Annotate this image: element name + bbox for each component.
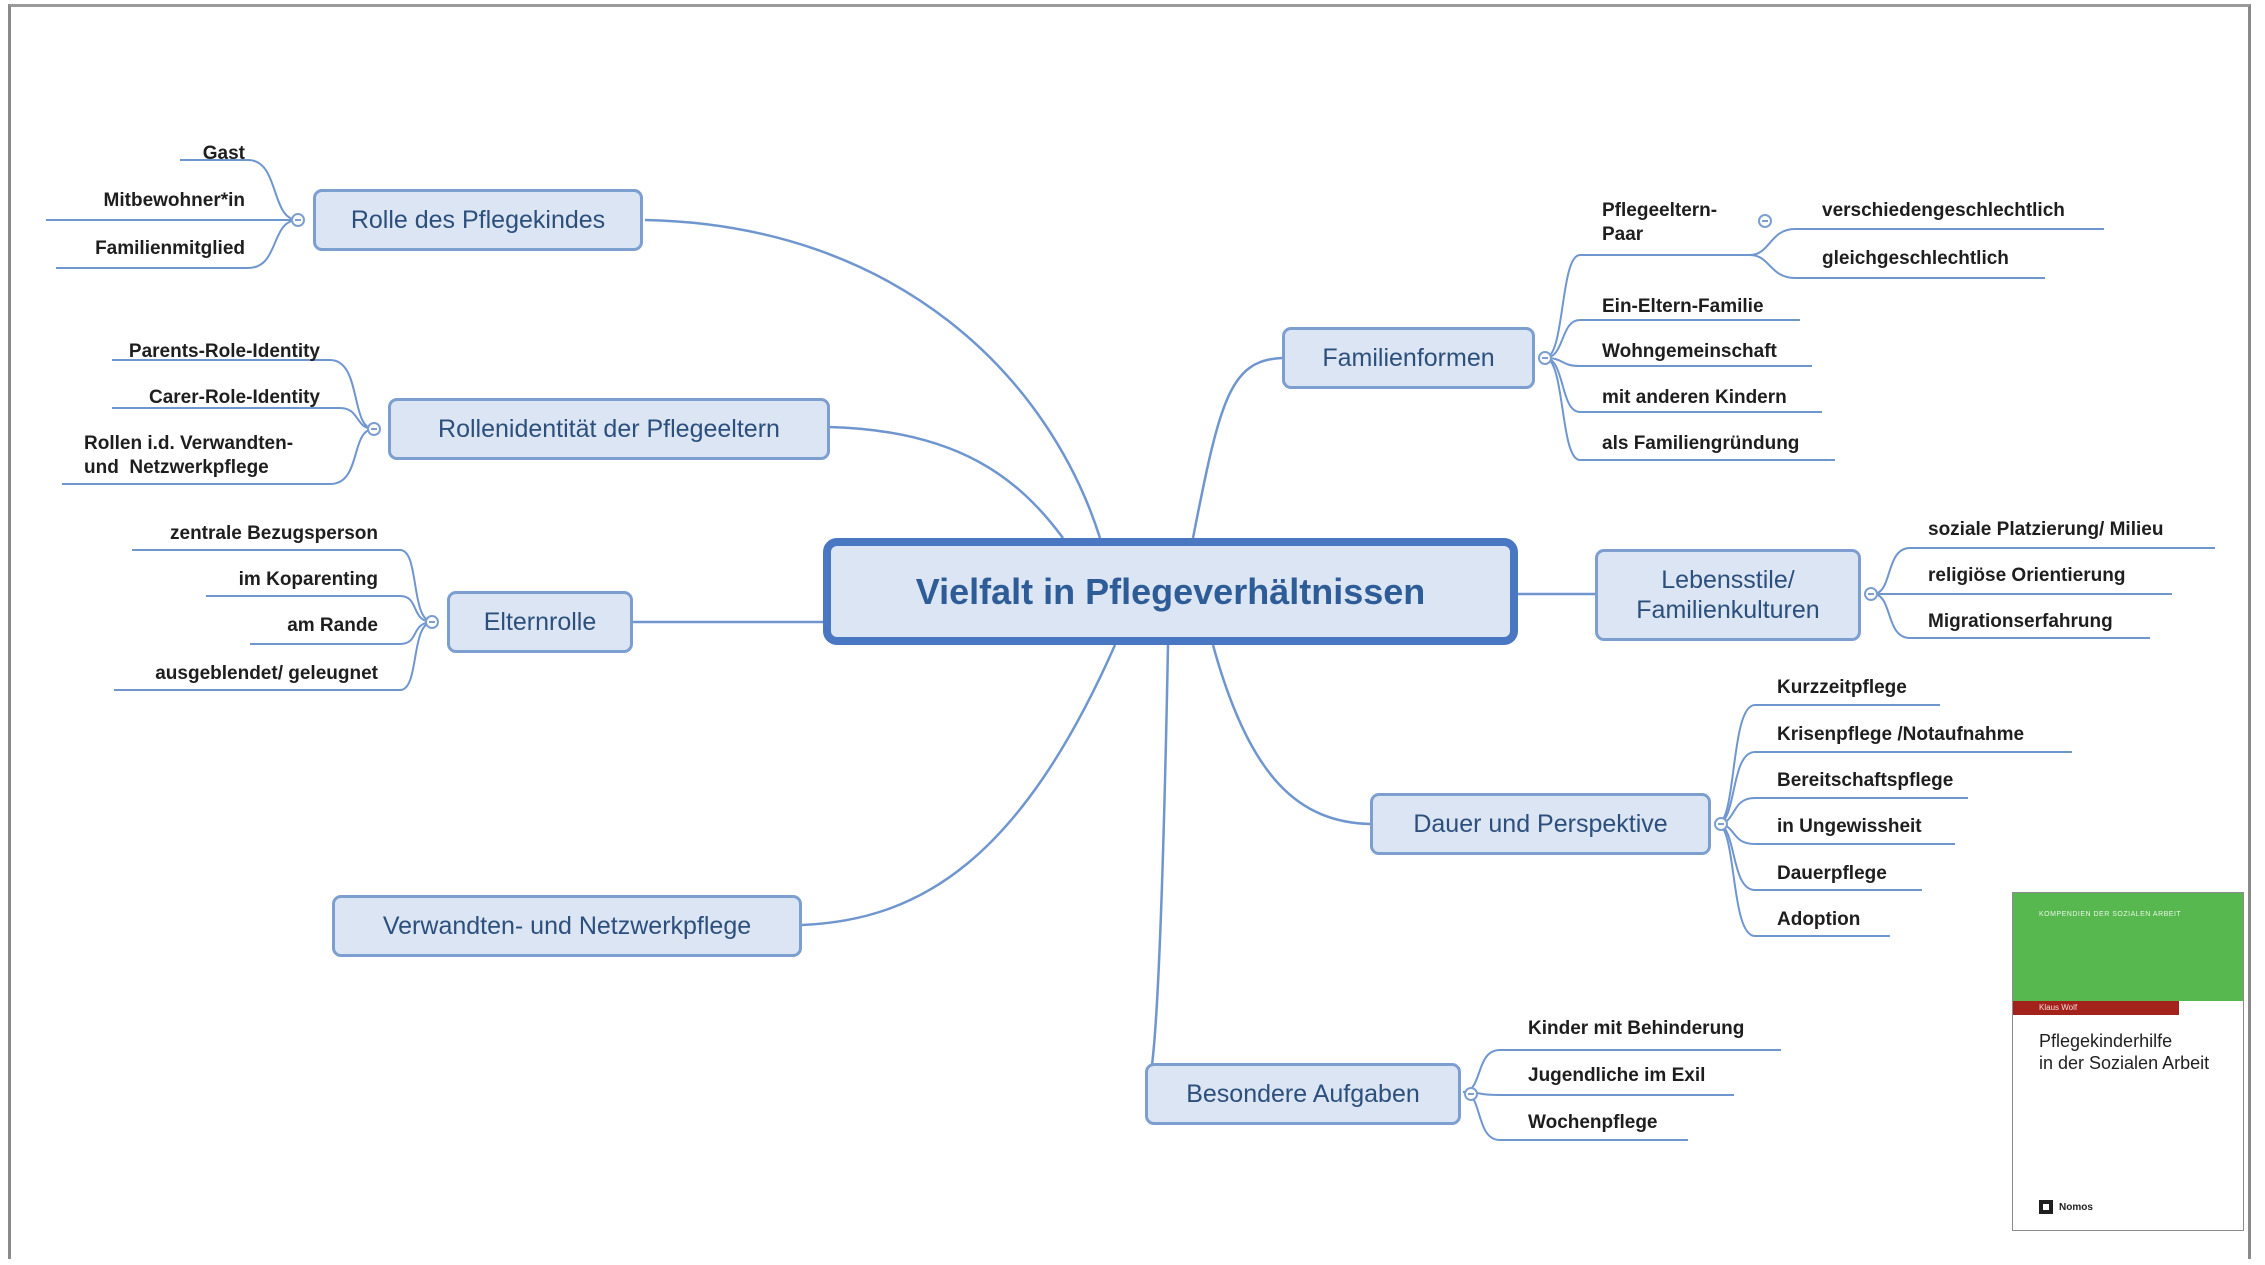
leaf-gleichgeschlechtlich[interactable]: gleichgeschlechtlich: [1822, 248, 2009, 269]
leaf-jugendliche-im-exil[interactable]: Jugendliche im Exil: [1528, 1065, 1706, 1086]
leaf-migrationserfahrung[interactable]: Migrationserfahrung: [1928, 611, 2113, 632]
leaf-soziale-platzierung[interactable]: soziale Platzierung/ Milieu: [1928, 519, 2164, 540]
publisher-name: Nomos: [2059, 1201, 2093, 1213]
leaf-kinder-mit-behinderung[interactable]: Kinder mit Behinderung: [1528, 1018, 1745, 1039]
leaf-am-rande[interactable]: am Rande: [287, 615, 378, 636]
leaf-als-familiengruendung[interactable]: als Familiengründung: [1602, 433, 1800, 454]
central-topic[interactable]: Vielfalt in Pflegeverhältnissen: [823, 538, 1518, 645]
collapse-toggle-icon[interactable]: [1464, 1087, 1478, 1101]
leaf-mitbewohner[interactable]: Mitbewohner*in: [103, 190, 245, 211]
collapse-toggle-icon[interactable]: [291, 213, 305, 227]
collapse-toggle-icon[interactable]: [1538, 351, 1552, 365]
leaf-religioese-orientierung[interactable]: religiöse Orientierung: [1928, 565, 2126, 586]
topic-lebensstile[interactable]: Lebensstile/ Familienkulturen: [1595, 549, 1861, 641]
leaf-gast[interactable]: Gast: [202, 143, 245, 164]
leaf-verschiedengeschlechtlich[interactable]: verschiedengeschlechtlich: [1822, 200, 2065, 221]
book-title: Pflegekinderhilfe in der Sozialen Arbeit: [2039, 1031, 2210, 1073]
leaf-ausgeblendet[interactable]: ausgeblendet/ geleugnet: [155, 663, 378, 684]
topic-elternrolle[interactable]: Elternrolle: [447, 591, 633, 653]
book-cover: KOMPENDIEN DER SOZIALEN ARBEIT Klaus Wol…: [2012, 892, 2244, 1231]
leaf-dauerpflege[interactable]: Dauerpflege: [1777, 863, 1887, 884]
book-author: Klaus Wolf: [2039, 1003, 2078, 1012]
leaf-rollen-verwandtenpflege[interactable]: Rollen i.d. Verwandten- und Netzwerkpfle…: [84, 433, 294, 478]
leaf-kurzzeitpflege[interactable]: Kurzzeitpflege: [1777, 677, 1907, 698]
leaf-pflegeeltern-paar[interactable]: Pflegeeltern- Paar: [1602, 200, 1718, 245]
topic-besondere-aufgaben[interactable]: Besondere Aufgaben: [1145, 1063, 1461, 1125]
leaf-carer-role-identity[interactable]: Carer-Role-Identity: [148, 387, 320, 408]
topic-dauer-perspektive[interactable]: Dauer und Perspektive: [1370, 793, 1711, 855]
topic-rollenidentitaet[interactable]: Rollenidentität der Pflegeeltern: [388, 398, 830, 460]
leaf-parents-role-identity[interactable]: Parents-Role-Identity: [128, 341, 320, 362]
leaf-ein-eltern-familie[interactable]: Ein-Eltern-Familie: [1602, 296, 1764, 317]
leaf-in-ungewissheit[interactable]: in Ungewissheit: [1777, 816, 1922, 837]
leaf-wohngemeinschaft[interactable]: Wohngemeinschaft: [1602, 341, 1777, 362]
collapse-toggle-icon[interactable]: [1758, 214, 1772, 228]
collapse-toggle-icon[interactable]: [1714, 817, 1728, 831]
leaf-im-koparenting[interactable]: im Koparenting: [238, 569, 378, 590]
leaf-zentrale-bezugsperson[interactable]: zentrale Bezugsperson: [170, 523, 378, 544]
collapse-toggle-icon[interactable]: [425, 615, 439, 629]
leaf-bereitschaftspflege[interactable]: Bereitschaftspflege: [1777, 770, 1954, 791]
collapse-toggle-icon[interactable]: [1864, 587, 1878, 601]
book-publisher: Nomos: [2039, 1200, 2093, 1214]
collapse-toggle-icon[interactable]: [367, 422, 381, 436]
book-series: KOMPENDIEN DER SOZIALEN ARBEIT: [2039, 911, 2182, 918]
book-author-bar: [2013, 1001, 2179, 1015]
topic-familienformen[interactable]: Familienformen: [1282, 327, 1535, 389]
publisher-logo-icon: [2039, 1200, 2053, 1214]
leaf-wochenpflege[interactable]: Wochenpflege: [1528, 1112, 1658, 1133]
leaf-adoption[interactable]: Adoption: [1777, 909, 1861, 930]
book-cover-header: [2013, 893, 2243, 1001]
leaf-familienmitglied[interactable]: Familienmitglied: [95, 238, 245, 259]
topic-rolle-des-pflegekindes[interactable]: Rolle des Pflegekindes: [313, 189, 643, 251]
leaf-krisenpflege[interactable]: Krisenpflege /Notaufnahme: [1777, 724, 2025, 745]
topic-verwandten-netzwerkpflege[interactable]: Verwandten- und Netzwerkpflege: [332, 895, 802, 957]
leaf-mit-anderen-kindern[interactable]: mit anderen Kindern: [1602, 387, 1787, 408]
slide-frame: [8, 4, 2251, 1259]
